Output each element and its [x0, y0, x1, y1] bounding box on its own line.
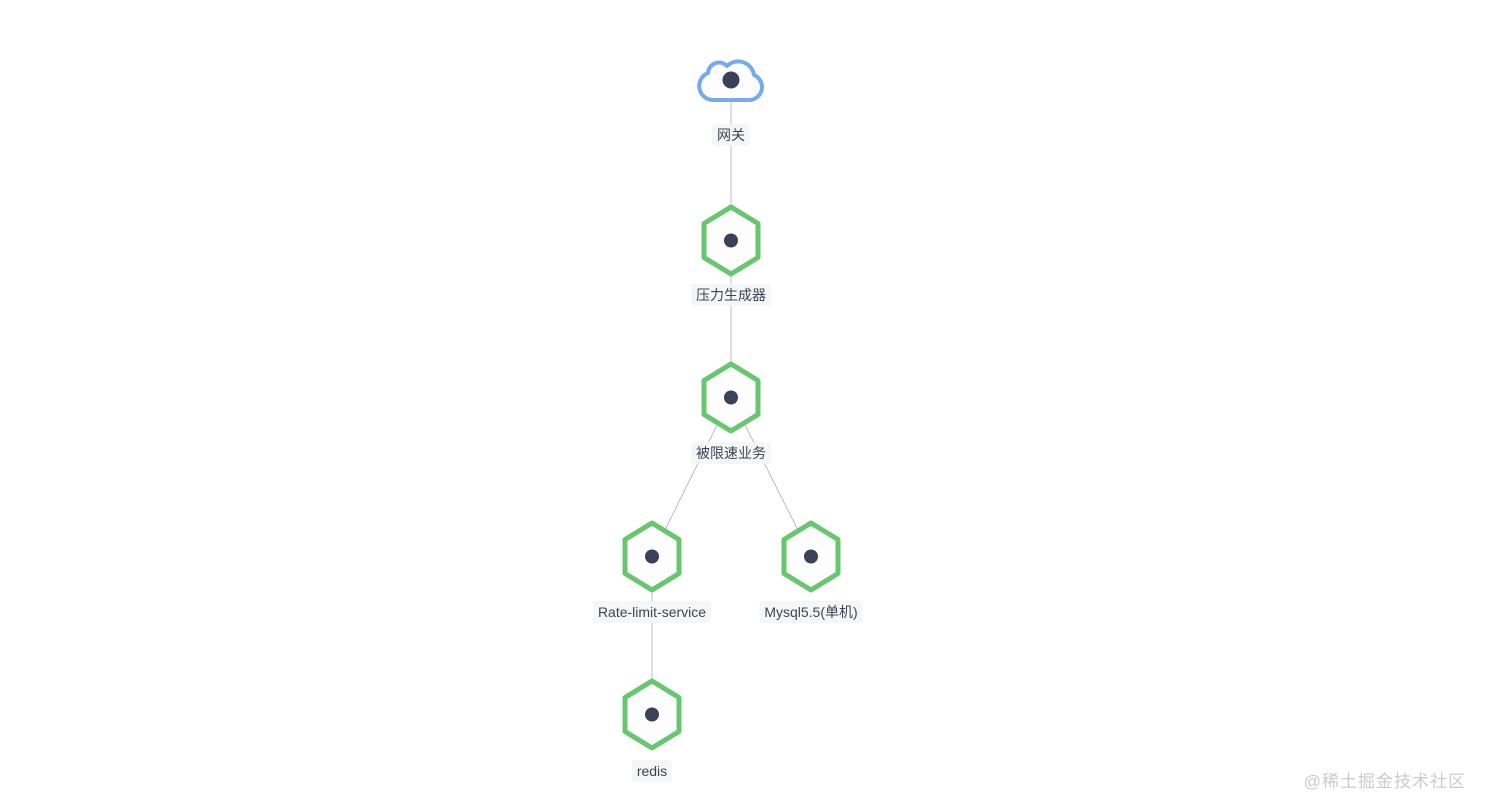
node-status-dot: [724, 233, 738, 248]
cloud-icon: [697, 59, 764, 102]
hexagon-icon: [701, 361, 761, 434]
node-status-dot: [645, 549, 659, 564]
node-label-mysql: Mysql5.5(单机): [759, 601, 863, 623]
node-pressure-generator[interactable]: [700, 204, 762, 277]
node-label-rate-limit-service: Rate-limit-service: [592, 601, 712, 623]
node-rate-limited-service[interactable]: [700, 361, 762, 434]
node-label-rate-limited-service: 被限速业务: [691, 442, 771, 464]
node-redis[interactable]: [621, 678, 683, 751]
node-label-redis: redis: [631, 760, 673, 782]
hexagon-icon: [701, 204, 761, 277]
node-status-dot: [804, 549, 818, 564]
node-gateway[interactable]: [689, 43, 773, 109]
node-status-dot: [645, 707, 659, 722]
node-status-dot: [722, 71, 740, 89]
node-rate-limit-service[interactable]: [621, 520, 683, 593]
node-mysql[interactable]: [780, 520, 842, 593]
hexagon-icon: [622, 520, 682, 593]
watermark: @稀土掘金技术社区: [1303, 772, 1466, 791]
hexagon-icon: [622, 678, 682, 751]
node-label-gateway: 网关: [712, 124, 750, 146]
hexagon-icon: [781, 520, 841, 593]
node-label-pressure-generator: 压力生成器: [691, 284, 771, 306]
node-status-dot: [724, 390, 738, 405]
